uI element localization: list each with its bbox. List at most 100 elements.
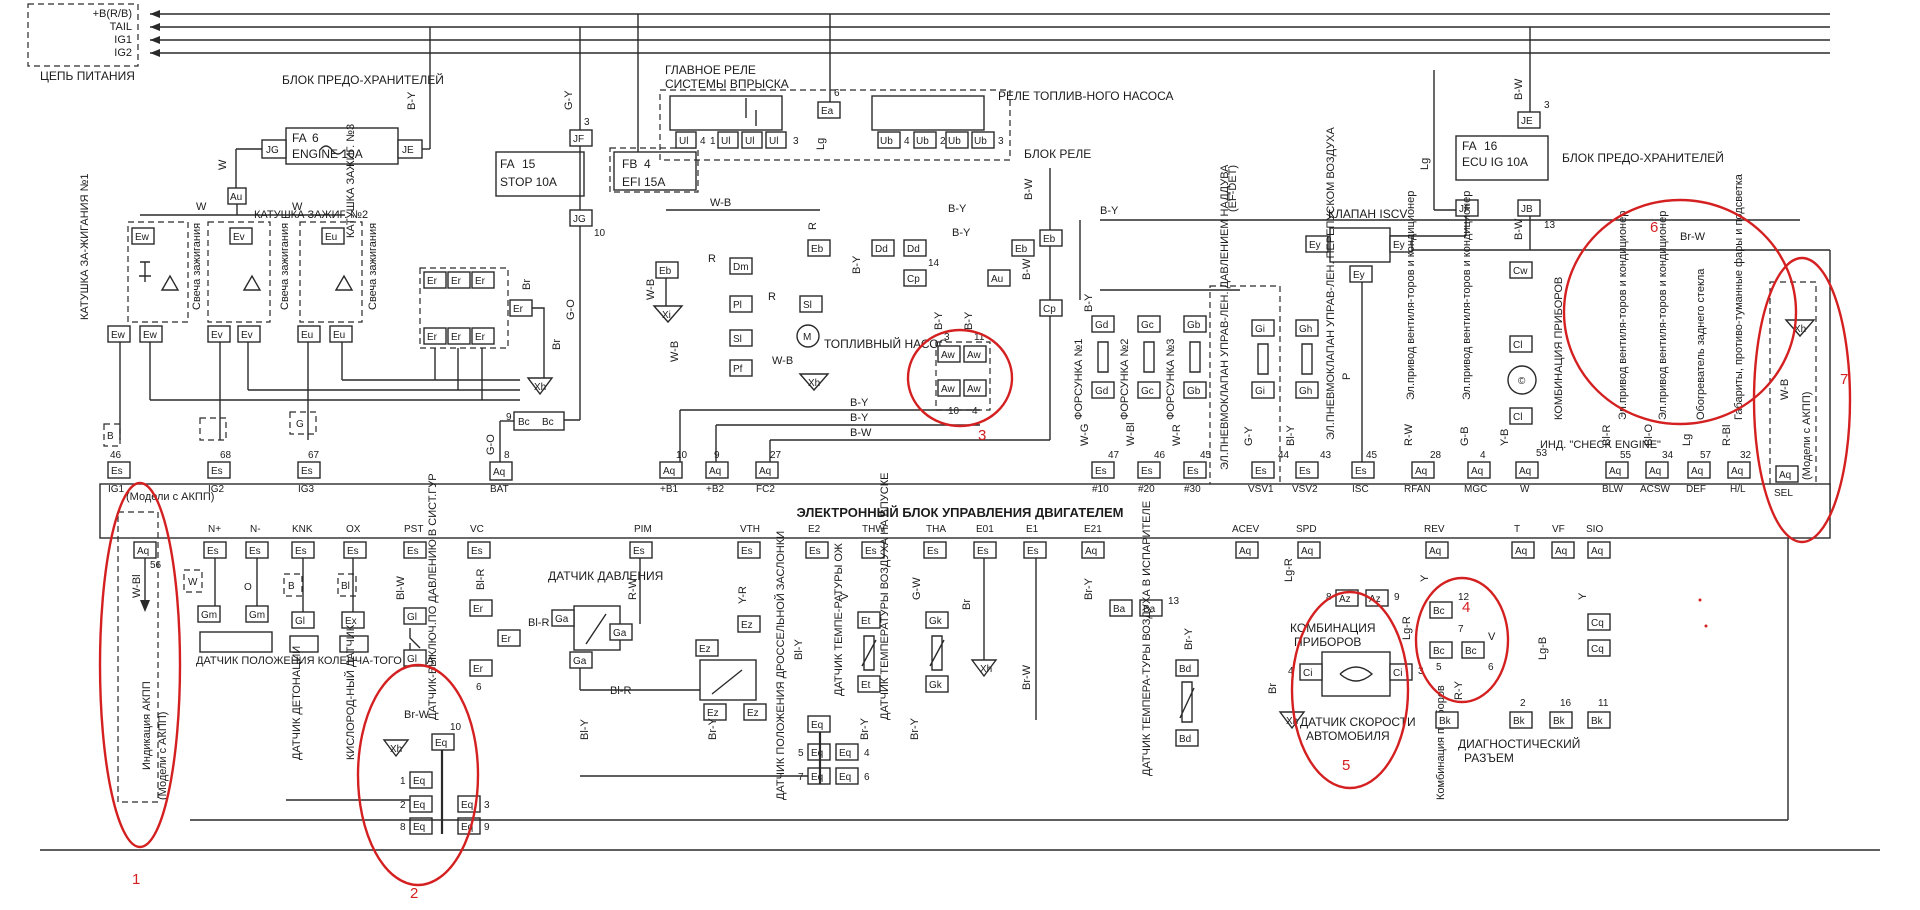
svg-text:Cp: Cp [1043, 304, 1056, 315]
svg-text:Eq: Eq [811, 772, 823, 783]
svg-text:Bc: Bc [518, 417, 530, 428]
svg-text:Xh: Xh [1286, 716, 1298, 727]
svg-text:Xh: Xh [1794, 324, 1806, 335]
svg-text:Ez: Ez [747, 708, 759, 719]
iat-label: ДАТЧИК ТЕМПЕРАТУРЫ ВОЗДУХА НА ВПУСКЕ [879, 473, 891, 720]
tps-label: ДАТЧИК ПОЛОЖЕНИЯ ДРОССЕЛЬНОЙ ЗАСЛОНКИ [774, 531, 787, 800]
ect-label: ДАТЧИК ТЕМПЕ-РАТУРЫ ОЖ [833, 543, 845, 696]
svg-text:10: 10 [676, 450, 688, 461]
svg-text:Gh: Gh [1299, 386, 1312, 397]
svg-text:3: 3 [1544, 100, 1550, 111]
svg-text:JF: JF [573, 134, 584, 145]
svg-text:7: 7 [1458, 624, 1464, 635]
svg-text:Br: Br [521, 279, 533, 290]
svg-text:6: 6 [864, 772, 870, 783]
svg-text:JE: JE [1521, 116, 1533, 127]
annotation-circles: 1 2 3 4 5 6 7 [98, 198, 1852, 902]
svg-text:Eq: Eq [839, 772, 851, 783]
injector2-label: ФОРСУНКА №2 [1119, 339, 1131, 420]
svg-text:Ev: Ev [211, 330, 223, 341]
diag-label: ДИАГНОСТИЧЕСКИЙ [1458, 736, 1580, 751]
svg-text:B-Y: B-Y [952, 227, 971, 239]
svg-text:Cw: Cw [1513, 266, 1528, 277]
svg-text:Aq: Aq [1591, 546, 1603, 557]
svg-text:Es: Es [207, 546, 219, 557]
efi-fuse: FB 4 EFI 15A [609, 14, 699, 193]
svg-text:#30: #30 [1184, 484, 1201, 495]
svg-text:2: 2 [1520, 698, 1526, 709]
svg-text:47: 47 [1108, 450, 1120, 461]
main-relay-label: СИСТЕМЫ ВПРЫСКА [665, 77, 789, 91]
injectors: B-Y B-Y Gd Gc Gb Gd Gc Gb ФОРСУНКА №1 ФО… [1073, 205, 1800, 461]
svg-text:7: 7 [798, 772, 804, 783]
svg-text:Bk: Bk [1513, 716, 1526, 727]
svg-text:Ba: Ba [1143, 604, 1156, 615]
svg-text:16: 16 [1560, 698, 1572, 709]
svg-text:Br: Br [551, 339, 563, 350]
svg-text:VSV2: VSV2 [1292, 484, 1318, 495]
svg-text:Свеча зажигания: Свеча зажигания [367, 223, 379, 310]
svg-text:Es: Es [1255, 466, 1267, 477]
fuse-engine: БЛОК ПРЕДО-ХРАНИТЕЛЕЙ FA 6 ENGINE 10A JG… [140, 27, 444, 216]
svg-text:Er: Er [451, 276, 462, 287]
rear-defog-label: Обогреватель заднего стекла [1695, 268, 1707, 420]
vsv1-label: ЭЛ.ПНЕВМОКЛАПАН УПРАВ-ЛЕН. ДАВЛЕНИЕМ НАД… [1219, 164, 1231, 470]
svg-text:Eu: Eu [301, 330, 313, 341]
svg-text:Aq: Aq [1649, 466, 1661, 477]
svg-text:Er: Er [501, 634, 512, 645]
fuse-ecu-num: 16 [1484, 139, 1498, 153]
svg-text:Eq: Eq [461, 800, 473, 811]
igniter-block: Er Er Er Er Er Er Er Br Xh Br [419, 267, 563, 396]
evap-temp-sensor: Br-Y Ba Ba 13 Bd Bd ДАТЧИК ТЕМПЕРА-ТУРЫ … [1083, 501, 1199, 776]
svg-text:2: 2 [940, 136, 946, 147]
svg-text:Es: Es [407, 546, 419, 557]
speed-sensor-label-2: АВТОМОБИЛЯ [1306, 729, 1390, 743]
svg-text:B: B [288, 581, 295, 592]
svg-text:Y: Y [1419, 574, 1431, 582]
svg-text:V: V [839, 592, 851, 600]
svg-text:VC: VC [470, 524, 484, 535]
injector3-label: ФОРСУНКА №3 [1165, 339, 1177, 420]
svg-text:G-O: G-O [485, 434, 497, 455]
svg-text:53: 53 [1536, 448, 1548, 459]
svg-text:Pl: Pl [733, 300, 742, 311]
svg-text:T: T [1514, 524, 1520, 535]
svg-text:Az: Az [1339, 594, 1351, 605]
svg-text:Xh: Xh [534, 382, 546, 393]
crank-sensor: W Gm Gm O ДАТЧИК ПОЛОЖЕНИЯ КОЛЕНЧА-ТОГО … [183, 558, 435, 667]
at-models-top: (Модели с АКПП) [126, 491, 214, 503]
rail-label-bat: +B(R/B) [93, 8, 132, 20]
fuel-relay-label: РЕЛЕ ТОПЛИВ-НОГО НАСОСА [998, 89, 1174, 103]
svg-text:G-W: G-W [911, 577, 923, 600]
svg-text:Gd: Gd [1095, 386, 1108, 397]
svg-text:Es: Es [1187, 466, 1199, 477]
map-sensor: ДАТЧИК ДАВЛЕНИЯ Ga Ga Ga R-W Bl-R [548, 558, 720, 697]
svg-text:Br: Br [1267, 683, 1279, 694]
svg-text:44: 44 [1278, 450, 1290, 461]
svg-text:Eq: Eq [413, 822, 425, 833]
evap-temp-label: ДАТЧИК ТЕМПЕРА-ТУРЫ ВОЗДУХА В ИСПАРИТЕЛЕ [1141, 501, 1153, 776]
svg-text:Aq: Aq [1239, 546, 1251, 557]
svg-text:Aw: Aw [941, 384, 955, 395]
svg-text:Ul: Ul [679, 136, 688, 147]
svg-text:Ew: Ew [111, 330, 126, 341]
ignition-coil-1: Ew Ew Ew КАТУШКА ЗА-ЖИГАНИЯ №1 Свеча заж… [79, 173, 203, 343]
svg-text:Gb: Gb [1187, 386, 1201, 397]
svg-text:Bc: Bc [1433, 606, 1445, 617]
svg-text:8: 8 [504, 450, 510, 461]
svg-text:V: V [1488, 631, 1496, 643]
svg-text:4: 4 [700, 136, 706, 147]
top-right-outputs: Эл.привод вентиля-торов и кондиционер Эл… [1403, 191, 1661, 461]
svg-text:43: 43 [1320, 450, 1332, 461]
svg-text:57: 57 [1700, 450, 1712, 461]
svg-text:Ew: Ew [135, 232, 150, 243]
svg-text:Ga: Ga [613, 628, 627, 639]
vc-connectors: Er Er Er Bl-R Bl-R 6 [469, 569, 549, 693]
power-circuit-label: ЦЕПЬ ПИТАНИЯ [40, 69, 135, 83]
svg-text:Bl: Bl [341, 581, 350, 592]
svg-text:THW: THW [862, 524, 885, 535]
svg-text:Gc: Gc [1141, 386, 1154, 397]
svg-text:B-Y: B-Y [850, 412, 869, 424]
svg-text:BAT: BAT [490, 484, 509, 495]
